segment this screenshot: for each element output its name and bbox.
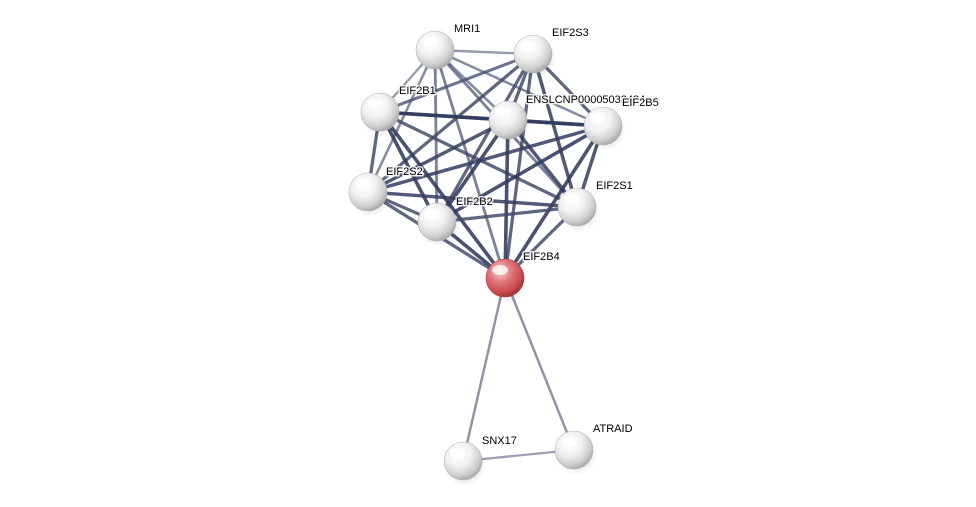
node-sphere[interactable] [415, 30, 455, 70]
node-label-halo: EIF2B1 [399, 85, 436, 97]
edge-eif2b5-eif2b2[interactable] [435, 124, 605, 224]
node-label-eif2b1: EIF2B1 [399, 85, 436, 97]
node-highlight [424, 209, 440, 219]
node-highlight [495, 107, 511, 117]
node-sphere[interactable] [443, 441, 483, 481]
node-label-halo: ENSLCNP00005032484 [526, 94, 645, 106]
edge-eif2s3-eif2s1[interactable] [531, 52, 579, 209]
edge-eif2b2-eif2s1[interactable] [435, 205, 579, 224]
nodes-layer [348, 30, 626, 486]
node-sphere[interactable] [554, 430, 594, 470]
node-label-halo: EIF2S2 [386, 166, 423, 178]
node-eif2b5[interactable] [583, 106, 626, 151]
node-label-eif2s1: EIF2S1 [596, 180, 633, 192]
edge-eif2b5-eif2s2[interactable] [366, 124, 605, 194]
node-label-eif2b4: EIF2B4 [523, 251, 560, 263]
node-highlight [561, 437, 577, 447]
node-enslcnp[interactable] [488, 100, 531, 145]
node-eif2s2[interactable] [348, 172, 391, 217]
node-atraid[interactable] [554, 430, 597, 475]
node-sphere[interactable] [557, 187, 597, 227]
node-sphere[interactable] [488, 100, 528, 140]
node-eif2b4[interactable] [485, 258, 528, 303]
node-label-mri1: MRI1 [454, 23, 480, 35]
node-label-halo: MRI1 [454, 23, 480, 35]
edge-eif2s2-eif2s1[interactable] [366, 190, 579, 209]
node-sphere[interactable] [513, 34, 553, 74]
node-highlight [450, 448, 466, 458]
node-highlight [520, 41, 536, 51]
node-label-snx17: SNX17 [482, 435, 517, 447]
node-label-eif2b5: EIF2B5 [622, 97, 659, 109]
node-label-halo: EIF2S1 [596, 180, 633, 192]
node-highlight [492, 265, 508, 275]
edge-enslcnp-eif2s2[interactable] [366, 118, 510, 194]
node-mri1[interactable] [415, 30, 458, 75]
edge-eif2b4-snx17[interactable] [461, 276, 507, 463]
node-label-eif2s3: EIF2S3 [552, 27, 589, 39]
node-sphere[interactable] [417, 202, 457, 242]
node-eif2s3[interactable] [513, 34, 556, 79]
node-sphere[interactable] [583, 106, 623, 146]
node-eif2s1[interactable] [557, 187, 600, 232]
edge-eif2b4-atraid[interactable] [503, 276, 576, 452]
node-sphere[interactable] [360, 92, 400, 132]
node-highlight [367, 99, 383, 109]
node-label-eif2b2: EIF2B2 [456, 196, 493, 208]
node-label-halo: ATRAID [593, 423, 633, 435]
node-highlight [355, 179, 371, 189]
node-label-halo: EIF2S3 [552, 27, 589, 39]
node-sphere[interactable] [348, 172, 388, 212]
edge-eif2b1-eif2b4[interactable] [378, 110, 507, 280]
node-highlight [564, 194, 580, 204]
node-label-halo: EIF2B2 [456, 196, 493, 208]
edge-eif2b5-eif2b4[interactable] [503, 124, 605, 280]
node-highlight [422, 37, 438, 47]
node-label-atraid: ATRAID [593, 423, 633, 435]
query-node-sphere[interactable] [485, 258, 525, 298]
node-label-eif2s2: EIF2S2 [386, 166, 423, 178]
node-eif2b1[interactable] [360, 92, 403, 137]
edge-eif2s3-eif2b2[interactable] [435, 52, 535, 224]
edge-eif2s3-eif2s2[interactable] [366, 52, 535, 194]
edge-eif2s3-eif2b4[interactable] [503, 52, 535, 280]
node-label-enslcnp: ENSLCNP00005032484 [526, 94, 645, 106]
node-snx17[interactable] [443, 441, 486, 486]
node-label-halo: EIF2B5 [622, 97, 659, 109]
edge-eif2s3-eif2b1[interactable] [378, 52, 535, 114]
node-highlight [590, 113, 606, 123]
node-eif2b2[interactable] [417, 202, 460, 247]
node-label-halo: EIF2B4 [523, 251, 560, 263]
node-label-halo: SNX17 [482, 435, 517, 447]
edges-layer [366, 48, 605, 463]
edge-enslcnp-eif2b4[interactable] [503, 118, 510, 280]
